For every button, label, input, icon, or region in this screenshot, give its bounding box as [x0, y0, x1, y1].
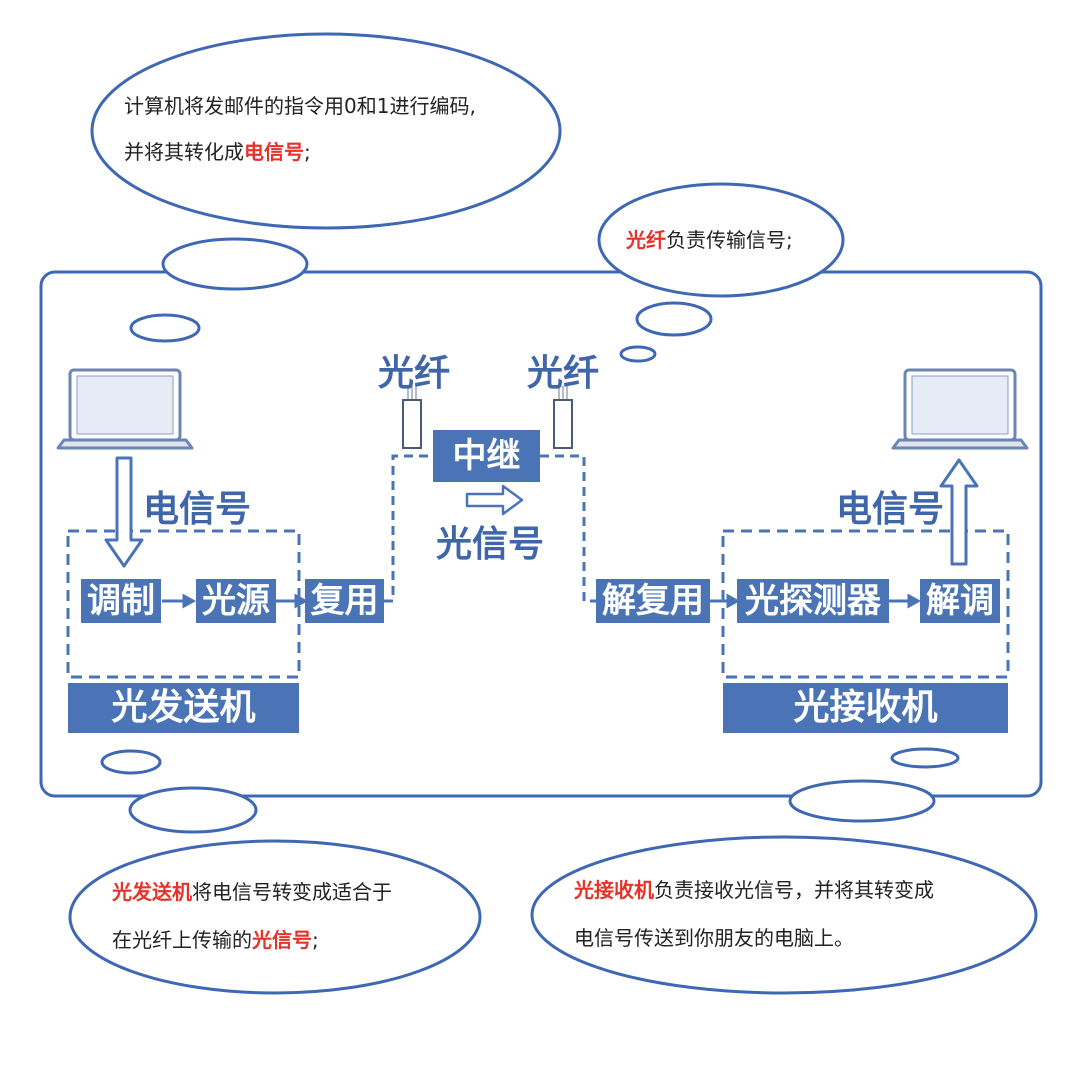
demodulation-box: 解调 — [920, 579, 1000, 623]
fiber-connector-icon — [553, 386, 573, 449]
electric-signal-up-arrow — [939, 458, 979, 566]
bubble-top-right — [597, 182, 845, 298]
bubble-top-left-line1: 计算机将发邮件的指令用0和1进行编码, — [124, 94, 476, 118]
highlight-electric-signal: 电信号 — [244, 140, 304, 164]
fiber-connector-icon — [402, 386, 422, 449]
electric-signal-down-arrow — [104, 456, 144, 568]
bubble-text-span: ; — [304, 140, 311, 164]
electric-signal-label-left: 电信号 — [143, 489, 252, 530]
bubble-bottom-left-text: 光发送机将电信号转变成适合于 在光纤上传输的光信号; — [112, 878, 392, 954]
deco-ellipse — [788, 779, 936, 823]
deco-ellipse — [635, 301, 713, 337]
bubble-bottom-left-line1: 光发送机将电信号转变成适合于 — [112, 878, 392, 906]
photodetector-box: 光探测器 — [737, 579, 889, 623]
deco-ellipse — [129, 313, 201, 343]
optical-signal-label: 光信号 — [436, 524, 545, 565]
deco-ellipse — [890, 747, 960, 769]
bubble-text-span: 将电信号转变成适合于 — [192, 880, 392, 904]
arrow-detector-to-demod — [889, 593, 922, 609]
bubble-top-left-line2: 并将其转化成电信号; — [124, 138, 476, 166]
bubble-top-left — [90, 32, 562, 230]
laptop-icon — [56, 368, 194, 450]
highlight-optical-signal: 光信号 — [252, 928, 312, 952]
light-source-box: 光源 — [196, 579, 276, 623]
optical-signal-right-arrow — [465, 484, 524, 516]
electric-signal-label-right: 电信号 — [836, 489, 945, 530]
relay-box: 中继 — [433, 430, 540, 482]
deco-ellipse — [128, 786, 258, 834]
bubble-bottom-right — [530, 835, 1038, 995]
demultiplexing-box: 解复用 — [596, 579, 710, 623]
bubble-text-span: 负责接收光信号，并将其转变成 — [654, 878, 934, 902]
bubble-bottom-left — [68, 839, 482, 995]
highlight-transmitter: 光发送机 — [112, 880, 192, 904]
highlight-fiber: 光纤 — [626, 228, 666, 252]
fiber-label-right: 光纤 — [527, 353, 600, 394]
highlight-receiver: 光接收机 — [574, 878, 654, 902]
modulation-box: 调制 — [81, 579, 161, 623]
arrow-source-to-multiplex — [276, 593, 309, 609]
bubble-text-span: 并将其转化成 — [124, 140, 244, 164]
signal-path-left — [384, 454, 434, 603]
bubble-bottom-left-line2: 在光纤上传输的光信号; — [112, 926, 392, 954]
bubble-text-span: 在光纤上传输的 — [112, 928, 252, 952]
bubble-bottom-right-line1: 光接收机负责接收光信号，并将其转变成 — [574, 876, 934, 904]
multiplexing-box: 复用 — [305, 579, 384, 623]
signal-path-right — [540, 454, 596, 603]
transmitter-title: 光发送机 — [68, 683, 299, 733]
bubble-bottom-right-text: 光接收机负责接收光信号，并将其转变成 电信号传送到你朋友的电脑上。 — [574, 876, 934, 952]
arrow-modulation-to-source — [162, 593, 197, 609]
bubble-bottom-right-line2: 电信号传送到你朋友的电脑上。 — [574, 926, 854, 950]
receiver-title: 光接收机 — [723, 683, 1008, 733]
deco-ellipse — [161, 237, 309, 291]
main-frame — [39, 270, 1043, 798]
bubble-top-right-text: 光纤负责传输信号; — [626, 226, 793, 254]
deco-ellipse — [619, 345, 657, 363]
bubble-text-span: ; — [312, 928, 319, 952]
bubble-text-span: 负责传输信号; — [666, 228, 793, 252]
fiber-label-left: 光纤 — [378, 353, 451, 394]
deco-ellipse — [100, 749, 162, 775]
laptop-icon — [891, 368, 1029, 450]
arrow-demux-to-detector — [710, 593, 741, 609]
transmitter-group-border — [66, 529, 301, 679]
bubble-top-left-text: 计算机将发邮件的指令用0和1进行编码, 并将其转化成电信号; — [124, 92, 476, 166]
